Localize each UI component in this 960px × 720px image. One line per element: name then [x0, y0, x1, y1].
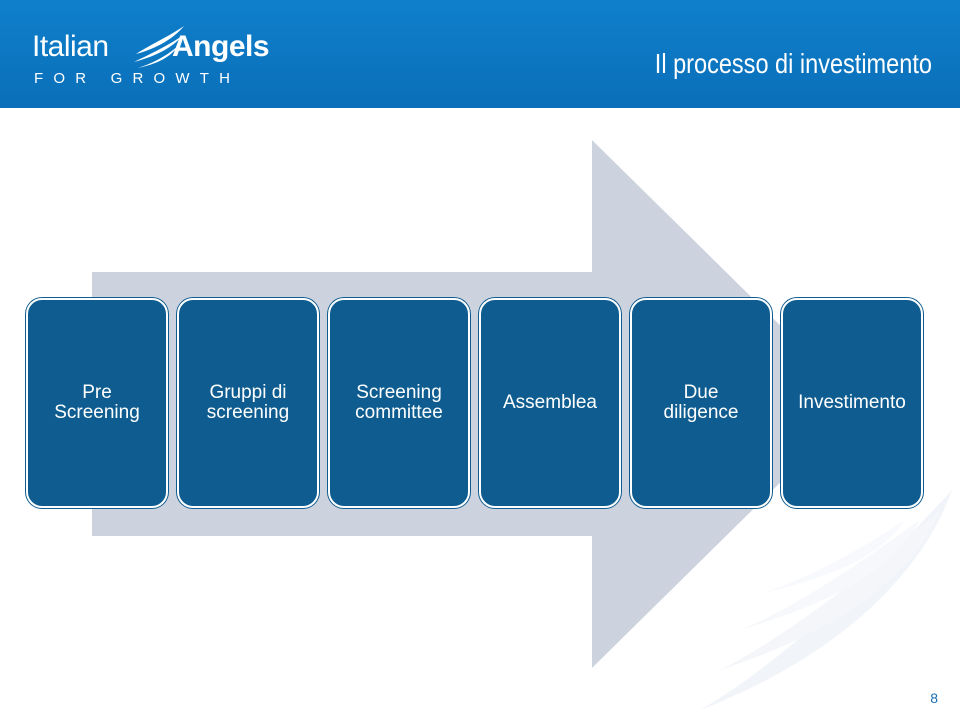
process-steps: Pre Screening Gruppi di screening Screen…	[26, 298, 926, 510]
page-number: 8	[930, 690, 938, 706]
header-bar: Italian Angels FOR GROWTH Il processo di…	[0, 0, 960, 108]
step-screening-committee: Screening committee	[328, 298, 470, 508]
step-label-line2: diligence	[663, 402, 739, 423]
step-label-line2: Screening	[54, 402, 140, 423]
step-label-line1: Screening	[356, 382, 442, 403]
step-label-line1: Gruppi di	[209, 382, 287, 403]
step-assemblea: Assemblea	[479, 298, 621, 508]
step-gruppi-di-screening: Gruppi di screening	[177, 298, 319, 508]
step-due-diligence: Due diligence	[630, 298, 772, 508]
step-label-line1: Due	[683, 382, 719, 403]
logo-word-angels: Angels	[172, 30, 270, 63]
step-label-line1: Pre	[82, 382, 112, 403]
step-pre-screening: Pre Screening	[26, 298, 168, 508]
logo-word-italian: Italian	[32, 30, 109, 63]
step-label-line1: Assemblea	[503, 392, 597, 413]
wings-icon	[134, 26, 184, 68]
slide-title: Il processo di investimento	[654, 48, 932, 79]
step-label-line2: screening	[206, 402, 290, 423]
step-investimento: Investimento	[781, 298, 923, 508]
logo-tagline: FOR GROWTH	[34, 70, 241, 87]
step-label-line2: committee	[355, 402, 443, 423]
italian-angels-logo: Italian Angels FOR GROWTH	[32, 24, 282, 94]
step-label-line1: Investimento	[798, 392, 906, 413]
